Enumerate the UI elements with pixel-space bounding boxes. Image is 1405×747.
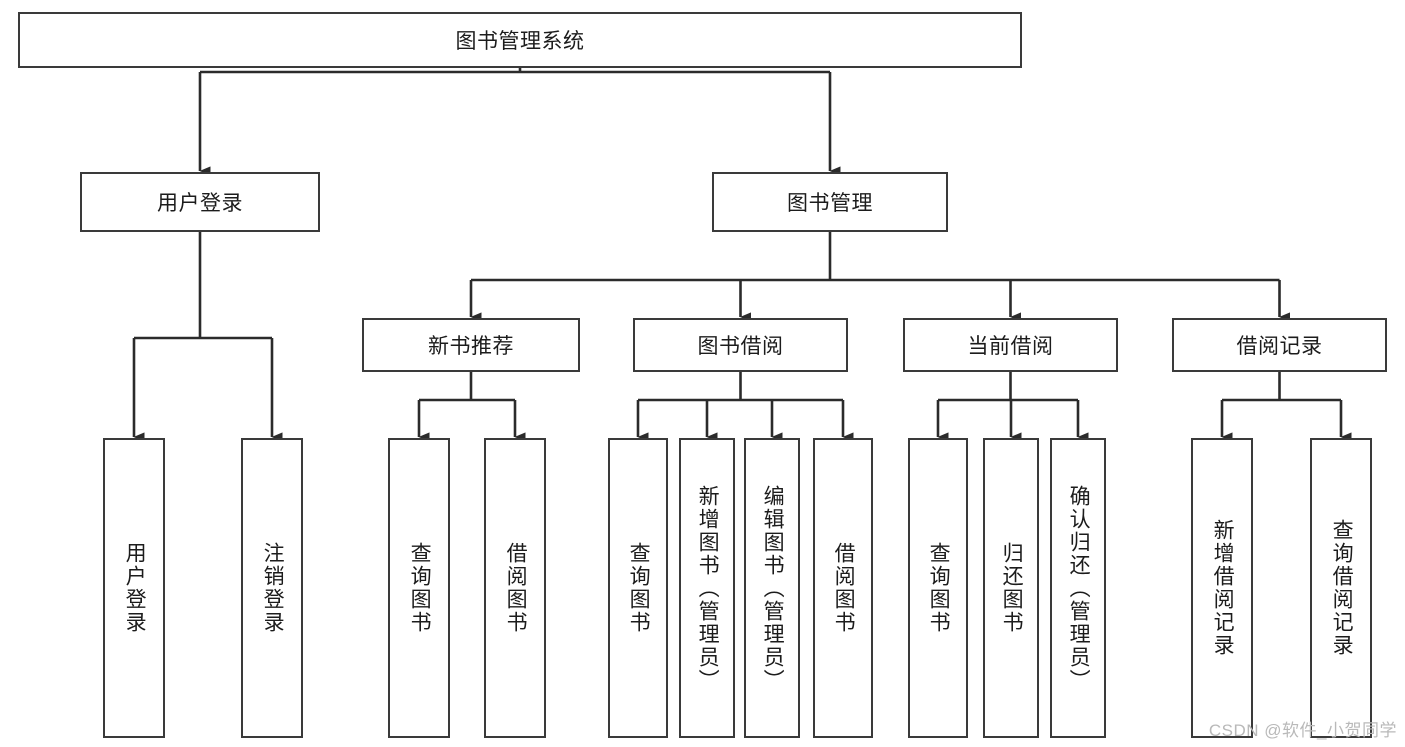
- node-book-borrow[interactable]: 图书借阅: [633, 318, 848, 372]
- node-root[interactable]: 图书管理系统: [18, 12, 1022, 68]
- node-leaf-query-book-2[interactable]: 查询图书: [608, 438, 668, 738]
- node-leaf-return-book[interactable]: 归还图书: [983, 438, 1039, 738]
- node-label: 新书推荐: [428, 335, 514, 358]
- node-book-manage[interactable]: 图书管理: [712, 172, 948, 232]
- watermark-label: CSDN @软件_小贺同学: [1208, 721, 1397, 740]
- node-leaf-add-record[interactable]: 新增借阅记录: [1191, 438, 1253, 738]
- node-leaf-query-book-3[interactable]: 查询图书: [908, 438, 968, 738]
- node-label: 注销登录: [261, 542, 285, 634]
- node-leaf-query-record[interactable]: 查询借阅记录: [1310, 438, 1372, 738]
- node-label: 归还图书: [1000, 542, 1024, 634]
- node-leaf-edit-book[interactable]: 编辑图书（管理员）: [744, 438, 800, 738]
- node-label: 借阅图书: [504, 542, 528, 634]
- node-label: 查询图书: [927, 542, 951, 634]
- node-label: 查询图书: [627, 542, 651, 634]
- node-user-login[interactable]: 用户登录: [80, 172, 320, 232]
- node-label: 确认归还（管理员）: [1067, 484, 1091, 692]
- node-label: 当前借阅: [967, 335, 1054, 358]
- node-label: 图书管理: [787, 192, 873, 215]
- node-label: 用户登录: [123, 542, 147, 634]
- node-label: 借阅记录: [1236, 335, 1323, 358]
- node-current-borrow[interactable]: 当前借阅: [903, 318, 1118, 372]
- node-label: 图书管理系统: [455, 30, 585, 53]
- node-leaf-add-book[interactable]: 新增图书（管理员）: [679, 438, 735, 738]
- node-borrow-record[interactable]: 借阅记录: [1172, 318, 1387, 372]
- node-leaf-borrow-book-2[interactable]: 借阅图书: [813, 438, 873, 738]
- node-label: 图书借阅: [697, 335, 784, 358]
- node-label: 新增借阅记录: [1211, 519, 1235, 657]
- node-label: 借阅图书: [832, 542, 856, 634]
- node-leaf-confirm-return[interactable]: 确认归还（管理员）: [1050, 438, 1106, 738]
- node-label: 新增图书（管理员）: [696, 484, 720, 692]
- node-leaf-user-login[interactable]: 用户登录: [103, 438, 165, 738]
- node-leaf-user-logout[interactable]: 注销登录: [241, 438, 303, 738]
- node-label: 用户登录: [157, 192, 243, 215]
- node-leaf-query-book-1[interactable]: 查询图书: [388, 438, 450, 738]
- node-label: 查询图书: [408, 542, 432, 634]
- node-new-book-recommend[interactable]: 新书推荐: [362, 318, 580, 372]
- node-label: 编辑图书（管理员）: [761, 484, 785, 692]
- node-leaf-borrow-book-1[interactable]: 借阅图书: [484, 438, 546, 738]
- node-label: 查询借阅记录: [1330, 519, 1354, 657]
